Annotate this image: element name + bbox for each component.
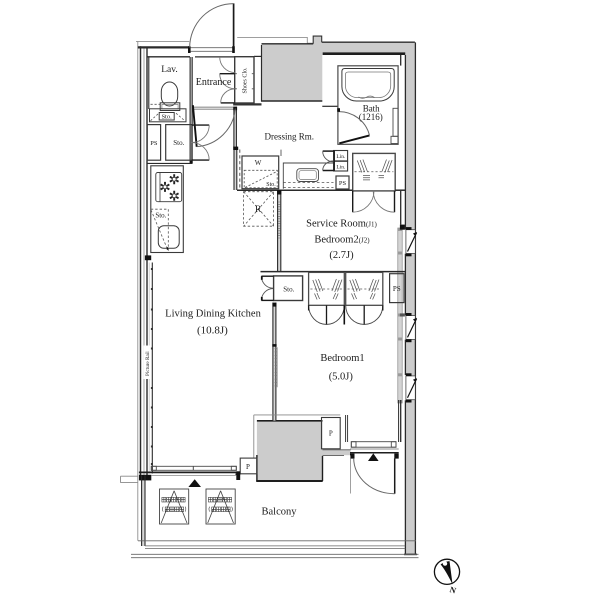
- svg-text:Sto.: Sto.: [173, 139, 184, 147]
- svg-text:PS: PS: [339, 180, 347, 187]
- svg-text:Lin.: Lin.: [336, 165, 346, 171]
- svg-text:Sto.: Sto.: [266, 182, 276, 188]
- svg-text:W: W: [255, 159, 262, 167]
- svg-text:N: N: [449, 584, 458, 596]
- svg-text:(10.8J): (10.8J): [197, 325, 228, 337]
- svg-text:P: P: [246, 463, 250, 471]
- svg-text:(1216): (1216): [359, 112, 383, 122]
- svg-text:Entrance: Entrance: [196, 77, 232, 88]
- svg-text:(2.7J): (2.7J): [329, 250, 354, 261]
- svg-text:Sto.: Sto.: [283, 286, 294, 294]
- svg-text:Dressing Rm.: Dressing Rm.: [265, 131, 315, 141]
- svg-text:Living Dining Kitchen: Living Dining Kitchen: [165, 309, 261, 320]
- svg-text:Picture Rail: Picture Rail: [145, 351, 151, 376]
- svg-text:(5.0J): (5.0J): [329, 371, 354, 382]
- svg-text:Bedroom1: Bedroom1: [320, 353, 364, 364]
- svg-text:PS: PS: [393, 285, 401, 293]
- svg-text:Sto.: Sto.: [161, 114, 172, 121]
- svg-text:R: R: [255, 205, 262, 215]
- svg-text:Balcony: Balcony: [262, 507, 298, 518]
- svg-text:Bath: Bath: [363, 103, 380, 113]
- svg-text:Lav.: Lav.: [161, 65, 178, 75]
- svg-text:PS: PS: [150, 140, 158, 147]
- svg-text:Lin.: Lin.: [336, 154, 346, 160]
- svg-text:Bedroom2(J2): Bedroom2(J2): [314, 234, 370, 245]
- svg-text:Sto.: Sto.: [155, 211, 166, 219]
- svg-text:P: P: [329, 430, 333, 438]
- svg-text:Shoes Clo.: Shoes Clo.: [242, 67, 248, 94]
- svg-text:Service Room(J1): Service Room(J1): [306, 218, 377, 229]
